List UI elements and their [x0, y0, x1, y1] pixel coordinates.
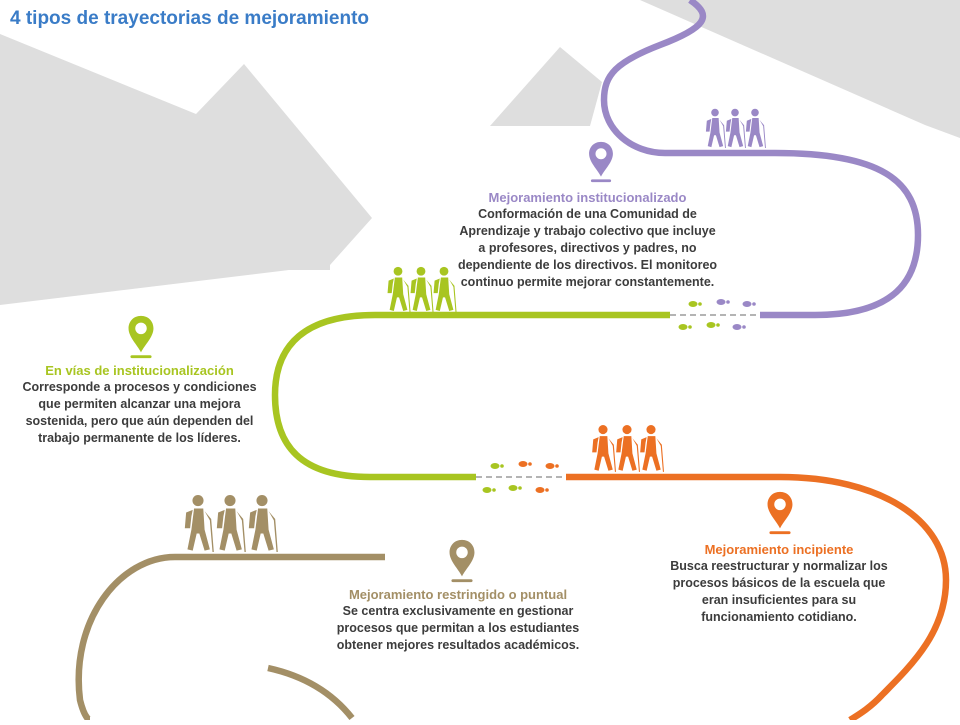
mountains [0, 0, 960, 305]
footprint-icon [535, 487, 549, 493]
footprint-icon [482, 487, 496, 493]
road [75, 0, 950, 724]
stage-title: Mejoramiento restringido o puntual [348, 587, 568, 602]
stage-description: Conformación de una Comunidad de Aprendi… [457, 207, 718, 289]
stage-incipiente: Mejoramiento incipiente Busca reestructu… [668, 541, 890, 626]
footprint-icon [490, 463, 504, 469]
page-title: 4 tipos de trayectorias de mejoramiento [10, 8, 370, 29]
stage-en-vias: En vías de institucionalización Correspo… [22, 362, 257, 447]
location-pin-icon [589, 141, 613, 183]
hikers-icon [592, 425, 664, 472]
road-en-vias [271, 311, 670, 481]
stage-description: Busca reestructurar y normalizar los pro… [670, 559, 888, 624]
stage-restringido: Mejoramiento restringido o puntual Se ce… [318, 586, 598, 654]
hikers-icon [705, 108, 766, 148]
mountain-shape [226, 196, 330, 270]
footprint-icon [742, 301, 756, 307]
stage-description: Corresponde a procesos y condiciones que… [22, 380, 257, 445]
footprint-icon [678, 324, 692, 330]
footprint-icon [508, 485, 522, 491]
mountain-shape [490, 47, 602, 126]
road-incipiente [566, 473, 950, 723]
footprint-icon [545, 463, 559, 469]
footprint-icon [732, 324, 746, 330]
footprint-icon [688, 301, 702, 307]
road-restringido-tail [267, 664, 355, 721]
stage-title: Mejoramiento institucionalizado [488, 190, 687, 205]
road-restringido [75, 553, 385, 724]
hikers-icon [184, 495, 278, 552]
location-pin-icon [449, 539, 475, 583]
dashed-connectors [476, 314, 760, 478]
stage-title: En vías de institucionalización [45, 363, 234, 378]
footprint-icon [716, 299, 730, 305]
location-pin-icon [767, 491, 793, 535]
stage-title: Mejoramiento incipiente [704, 542, 854, 557]
stage-institucionalizado: Mejoramiento institucionalizado Conforma… [455, 189, 720, 291]
road-institucionalizado [600, 0, 922, 319]
footprint-icon [706, 322, 720, 328]
footprint-icon [518, 461, 532, 467]
stage-description: Se centra exclusivamente en gestionar pr… [336, 604, 580, 652]
hikers-icon [387, 266, 457, 312]
mountain-shape [640, 0, 960, 138]
location-pin-icon [128, 315, 154, 359]
